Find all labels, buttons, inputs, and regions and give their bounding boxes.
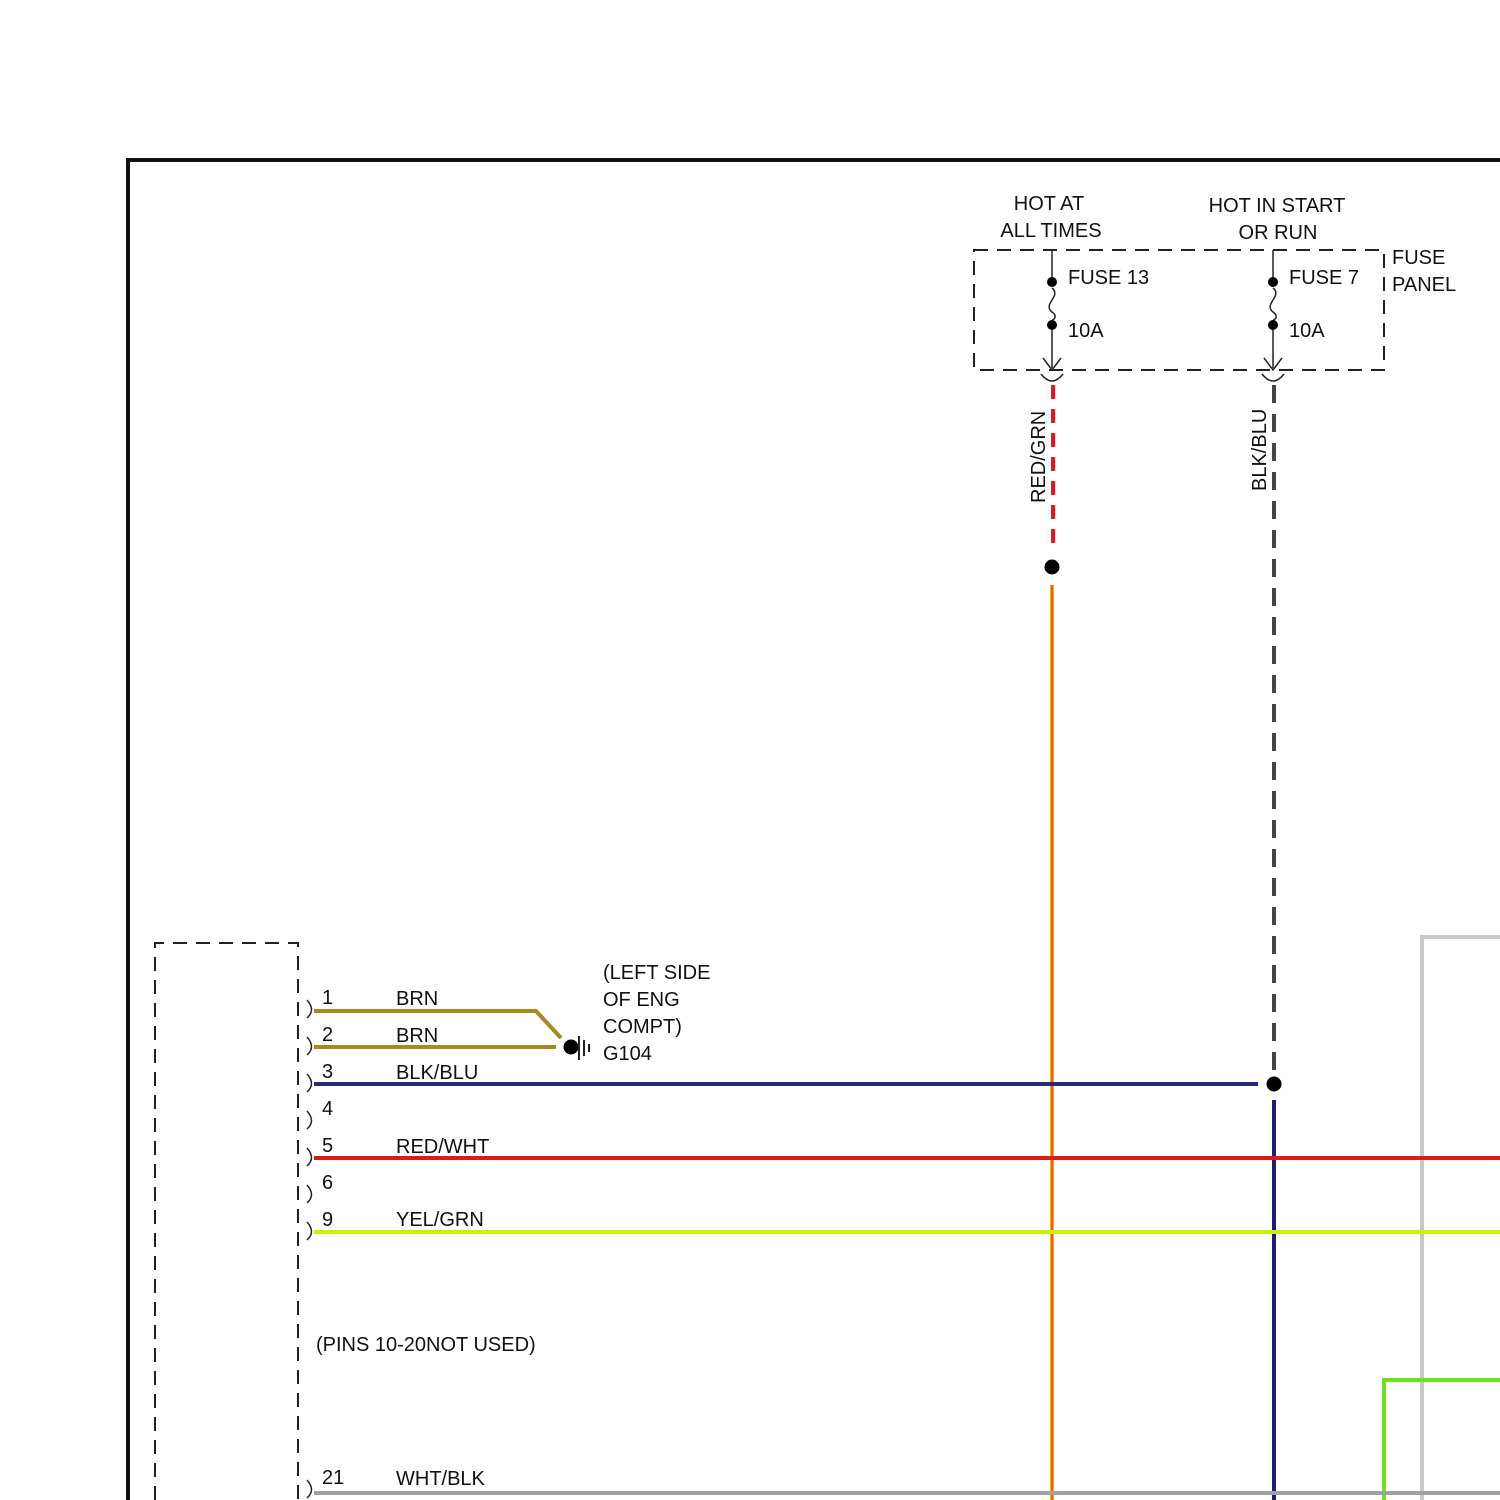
ground-g104: (LEFT SIDE OF ENG COMPT) G104 [564,962,711,1065]
fuse-13-connector-symbol [1041,374,1063,381]
fuse-panel: FUSE PANEL FUSE 13 10A FUSE 7 10A [974,247,1456,370]
pin-number: 2 [322,1024,333,1046]
wire-blk-blu: BLK/BLU [1249,385,1282,1500]
diagram-frame [128,160,1500,1500]
ground-location-line3: COMPT) [603,1016,682,1038]
pin-number: 5 [322,1135,333,1157]
fuse-7-rating: 10A [1289,320,1325,342]
pin-number: 1 [322,987,333,1009]
wire-label: BLK/BLU [396,1062,478,1084]
unused-pins-note: (PINS 10-20NOT USED) [316,1334,536,1356]
wire-label: YEL/GRN [396,1209,484,1231]
fuse-13-name: FUSE 13 [1068,267,1149,289]
edge-green-wire [1384,1380,1500,1500]
pin-number: 9 [322,1209,333,1231]
connector-body [155,943,298,1500]
pin-number: 6 [322,1172,333,1194]
pin-number: 4 [322,1098,333,1120]
fuse-13: FUSE 13 10A [1043,250,1149,370]
svg-text:ALL TIMES: ALL TIMES [1000,220,1101,242]
fuse-13-rating: 10A [1068,320,1104,342]
pin-numbers: 1 2 3 4 5 6 9 21 [322,987,344,1489]
wire-label: WHT/BLK [396,1468,486,1490]
wire-label: BRN [396,988,438,1010]
ground-id: G104 [603,1043,652,1065]
fuse-7-name: FUSE 7 [1289,267,1359,289]
fuse-panel-label-line1: FUSE [1392,247,1445,269]
svg-text:OR RUN: OR RUN [1239,222,1318,244]
wire-color-labels: BRN BRN BLK/BLU RED/WHT YEL/GRN WHT/BLK [396,988,489,1490]
edge-gray-wire [1422,937,1500,1500]
wire-label: BRN [396,1025,438,1047]
connector-pin-brackets [307,1000,312,1498]
hot-in-start-or-run-label: HOT IN START OR RUN [1209,195,1346,244]
fuse-panel-label-line2: PANEL [1392,274,1456,296]
wire-red-grn: RED/GRN [1028,385,1060,1500]
wire-label-red-grn: RED/GRN [1028,411,1050,503]
ground-location-line2: OF ENG [603,989,680,1011]
hot-at-all-times-label: HOT AT ALL TIMES [1000,193,1101,242]
wire-label: RED/WHT [396,1136,489,1158]
fuse-7-connector-symbol [1262,374,1284,381]
pin-number: 3 [322,1061,333,1083]
svg-text:HOT AT: HOT AT [1014,193,1084,215]
svg-text:HOT IN START: HOT IN START [1209,195,1346,217]
pin-number: 21 [322,1467,344,1489]
fuse-7: FUSE 7 10A [1264,250,1359,370]
ground-location-line1: (LEFT SIDE [603,962,710,984]
wire-label-blk-blu: BLK/BLU [1249,409,1271,491]
